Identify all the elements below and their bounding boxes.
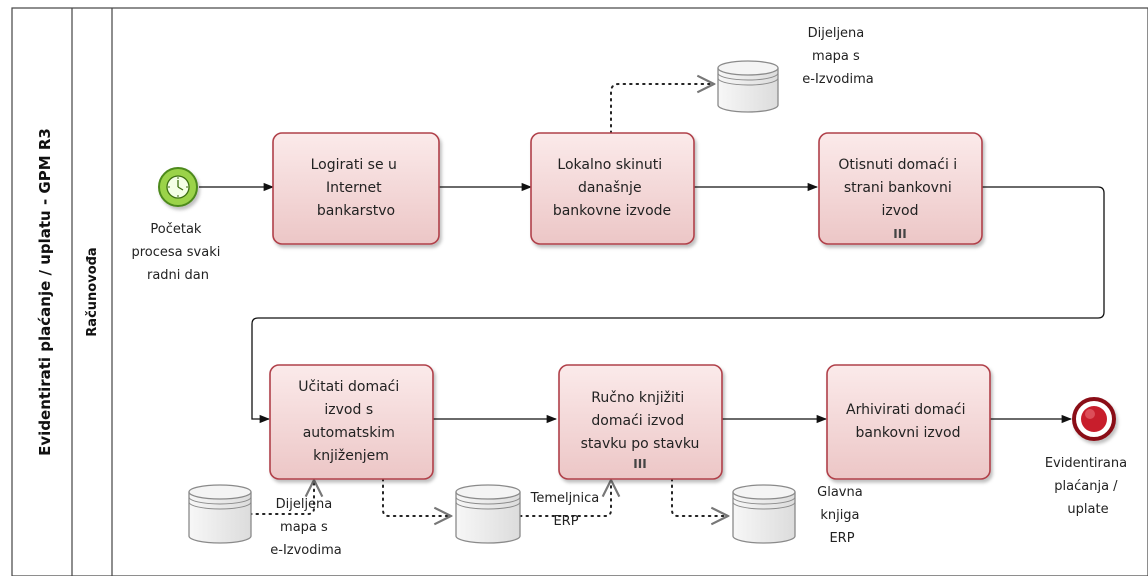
task-download-statements[interactable]: Lokalno skinuti današnje bankovne izvode: [530, 132, 695, 245]
task-import-statement-auto[interactable]: Učitati domaći izvod s automatskim knjiž…: [269, 364, 434, 480]
task-label: Arhivirati domaći bankovni izvod: [846, 402, 970, 441]
lane-title: Računovođa: [85, 247, 100, 336]
task-label: Lokalno skinuti današnje bankovne izvode: [553, 157, 671, 219]
assoc-ds2-to-t4[interactable]: [249, 480, 314, 515]
data-store-label: Glavna knjiga ERP: [817, 485, 867, 546]
flow-t3-to-t4[interactable]: [251, 186, 1105, 424]
pool-title: Evidentirati plaćanje / uplatu - GPM R3: [36, 128, 54, 456]
data-store-label: Dijeljena mapa s e-Izvodima: [270, 497, 342, 558]
end-event[interactable]: [1072, 397, 1116, 441]
data-store-label: Dijeljena mapa s e-Izvodima: [802, 26, 874, 87]
task-print-statements[interactable]: Otisnuti domaći i strani bankovni izvod …: [818, 132, 983, 245]
assoc-t5-to-ds4[interactable]: [671, 478, 728, 516]
task-label: Logirati se u Internet bankarstvo: [311, 157, 402, 219]
task-label: Ručno knjižiti domaći izvod stavku po st…: [581, 390, 700, 452]
sequence-flows: [199, 182, 1105, 424]
assoc-ds3-to-t5[interactable]: [519, 480, 611, 517]
task-archive-statement[interactable]: Arhivirati domaći bankovni izvod: [826, 364, 991, 480]
data-store-shared-folder-bottom[interactable]: [188, 484, 252, 544]
data-associations: [249, 84, 728, 517]
task-label: Otisnuti domaći i strani bankovni izvod: [838, 157, 961, 219]
data-store-temeljnica-erp[interactable]: [455, 484, 521, 544]
timer-icon: [166, 175, 190, 199]
data-store-shared-folder-top[interactable]: [717, 60, 779, 113]
start-event[interactable]: [158, 167, 198, 207]
multi-instance-marker: III: [633, 457, 646, 471]
multi-instance-marker: III: [893, 227, 906, 241]
task-label: Učitati domaći izvod s automatskim knjiž…: [298, 379, 403, 464]
assoc-t2-to-ds1[interactable]: [610, 84, 714, 134]
assoc-t4-to-ds3[interactable]: [382, 478, 451, 516]
pool-frame: [11, 7, 1148, 577]
task-login-internet-banking[interactable]: Logirati se u Internet bankarstvo: [272, 132, 440, 245]
data-store-glavna-knjiga-erp[interactable]: [732, 484, 796, 544]
task-manual-posting[interactable]: Ručno knjižiti domaći izvod stavku po st…: [558, 364, 723, 480]
start-event-label: Početak procesa svaki radni dan: [132, 222, 225, 283]
data-store-label: Temeljnica ERP: [530, 491, 604, 529]
end-event-label: Evidentirana plaćanja / uplate: [1045, 456, 1131, 517]
